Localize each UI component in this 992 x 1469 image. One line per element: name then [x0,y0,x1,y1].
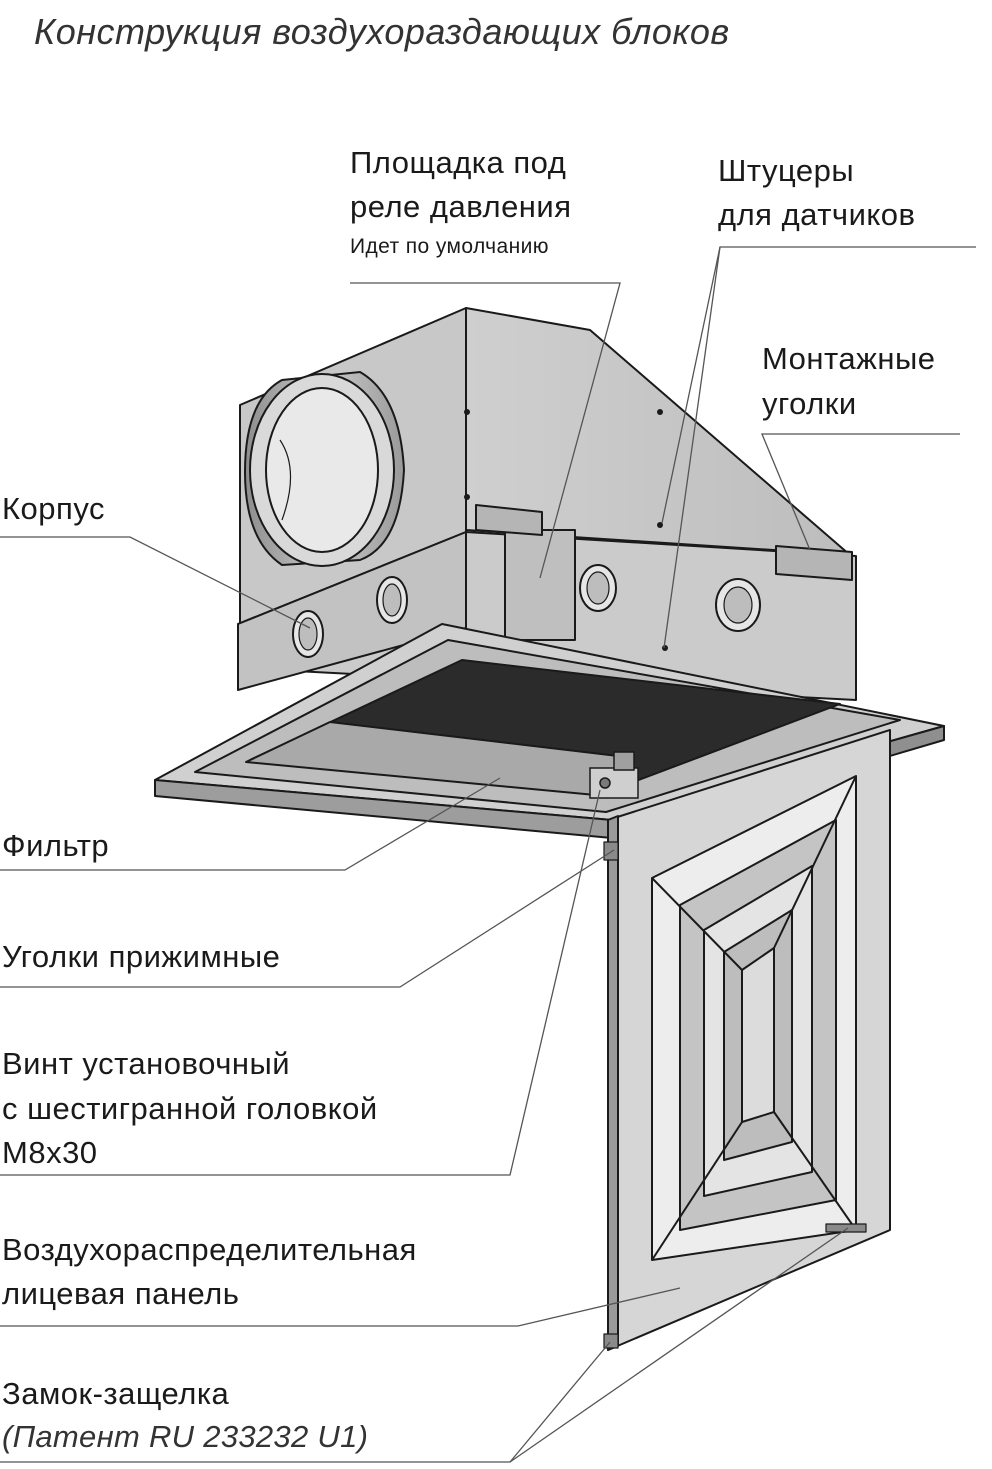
label-platform-line2: реле давления [350,189,572,224]
leader-clamp [0,849,615,988]
label-screw-line1: Винт установочный [2,1046,291,1081]
label-latch-line1: Замок-защелка [2,1376,230,1411]
label-fittings-line2: для датчиков [718,197,916,232]
label-housing: Корпус [2,491,105,526]
label-fittings-line1: Штуцеры [718,153,855,188]
inlet-duct [243,370,406,567]
leader-panel [0,1287,681,1327]
relay-platform [504,529,576,641]
sensor-fittings [464,409,668,651]
latch-right [825,1223,867,1233]
leader-screw [0,789,601,1176]
leader-platform [350,282,621,579]
label-platform-line1: Площадка под [350,145,567,180]
latch-top [603,841,619,861]
label-clamp-corners: Уголки прижимные [2,939,281,974]
housing-ports [292,564,761,658]
face-panel [603,729,891,1351]
face-panel-edge [607,815,619,1351]
label-platform-note: Идет по умолчанию [350,235,549,258]
leader-filter [0,777,501,871]
leader-lines [0,246,976,1463]
label-panel-line2: лицевая панель [2,1276,240,1311]
leader-mounting [761,433,960,551]
page-title: Конструкция воздухораздающих блоков [34,11,730,52]
label-panel-line1: Воздухораспределительная [2,1232,417,1267]
label-mounting-line2: уголки [762,386,857,421]
grille-core [741,947,775,1123]
set-screw [589,751,639,799]
label-filter: Фильтр [2,828,110,863]
label-latch-patent: (Патент RU 233232 U1) [2,1419,369,1454]
leader-housing [0,536,311,629]
label-screw-line2: с шестигранной головкой [2,1091,378,1126]
label-screw-line3: М8х30 [2,1135,98,1170]
label-mounting-line1: Монтажные [762,341,936,376]
mounting-corner-right [775,545,853,581]
mounting-corner-left [475,504,543,536]
